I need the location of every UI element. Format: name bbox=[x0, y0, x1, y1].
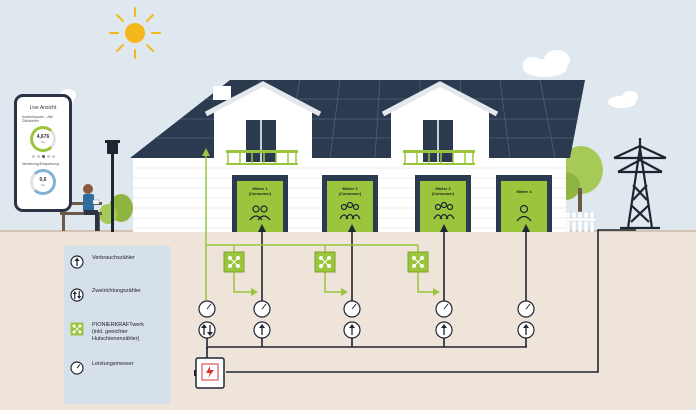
person-on-bench-icon bbox=[60, 184, 102, 231]
pager-dots bbox=[17, 155, 69, 158]
metric1-label: Autarkiequote – Alle Zählstellen bbox=[22, 115, 54, 123]
consumer-icon-3 bbox=[433, 201, 455, 220]
pionierkraftwerk-unit-3 bbox=[407, 251, 429, 273]
apartment-label-3: Mieter 3(Consumer) bbox=[431, 186, 455, 196]
legend: Verbrauchszähler Zweirichtungszähler PIO… bbox=[64, 246, 170, 404]
metric1-value: 4,676 bbox=[36, 134, 50, 140]
pionierkraftwerk-icon bbox=[70, 322, 84, 336]
app-title: Live Ansicht bbox=[29, 105, 57, 111]
legend-item-pionierkraftwerk: PIONIERKRAFTwerk (inkl. geeichter Hutsch… bbox=[70, 322, 144, 343]
pionierkraftwerk-unit-1 bbox=[223, 251, 245, 273]
gable-right bbox=[381, 81, 499, 165]
power-meter-gauge-icon bbox=[70, 361, 84, 375]
apartment-label-1: Mieter 1(Consumer) bbox=[248, 186, 272, 196]
legend-item-power-meter: Leistungsmesser bbox=[70, 361, 134, 375]
metric2-unit: kw bbox=[41, 183, 45, 187]
legend-item-consumption-meter: Verbrauchszähler bbox=[70, 255, 135, 269]
apartment-label-2: Mieter 2(Consumer) bbox=[338, 186, 362, 196]
street-lamp-icon bbox=[105, 140, 120, 232]
metric1-unit: kw bbox=[41, 140, 45, 144]
house-connection-box-icon bbox=[194, 357, 225, 389]
gable-left bbox=[204, 81, 322, 165]
metric2-gauge: 0,6 kw bbox=[30, 169, 56, 195]
metric2-label: Netzbezug/Einspeisung bbox=[22, 162, 59, 166]
legend-item-bidirectional-meter: Zweirichtungszähler bbox=[70, 288, 141, 302]
up-arrow-meter-icon bbox=[70, 255, 84, 269]
consumer-icon-1 bbox=[249, 205, 271, 221]
metric2-value: 0,6 bbox=[39, 177, 47, 183]
pionierkraftwerk-unit-2 bbox=[314, 251, 336, 273]
power-tower-icon bbox=[613, 138, 667, 230]
consumer-icon-2 bbox=[339, 201, 361, 220]
apartment-doors bbox=[232, 175, 552, 232]
apartment-label-4: Mieter 4 bbox=[516, 189, 532, 194]
metric1-gauge: 4,676 kw bbox=[30, 126, 56, 152]
bidirectional-meter-icon bbox=[70, 288, 84, 302]
consumer-icon-4 bbox=[516, 204, 532, 222]
sun-icon bbox=[109, 7, 161, 59]
monitoring-app-phone: Live Ansicht Autarkiequote – Alle Zählst… bbox=[14, 94, 72, 212]
